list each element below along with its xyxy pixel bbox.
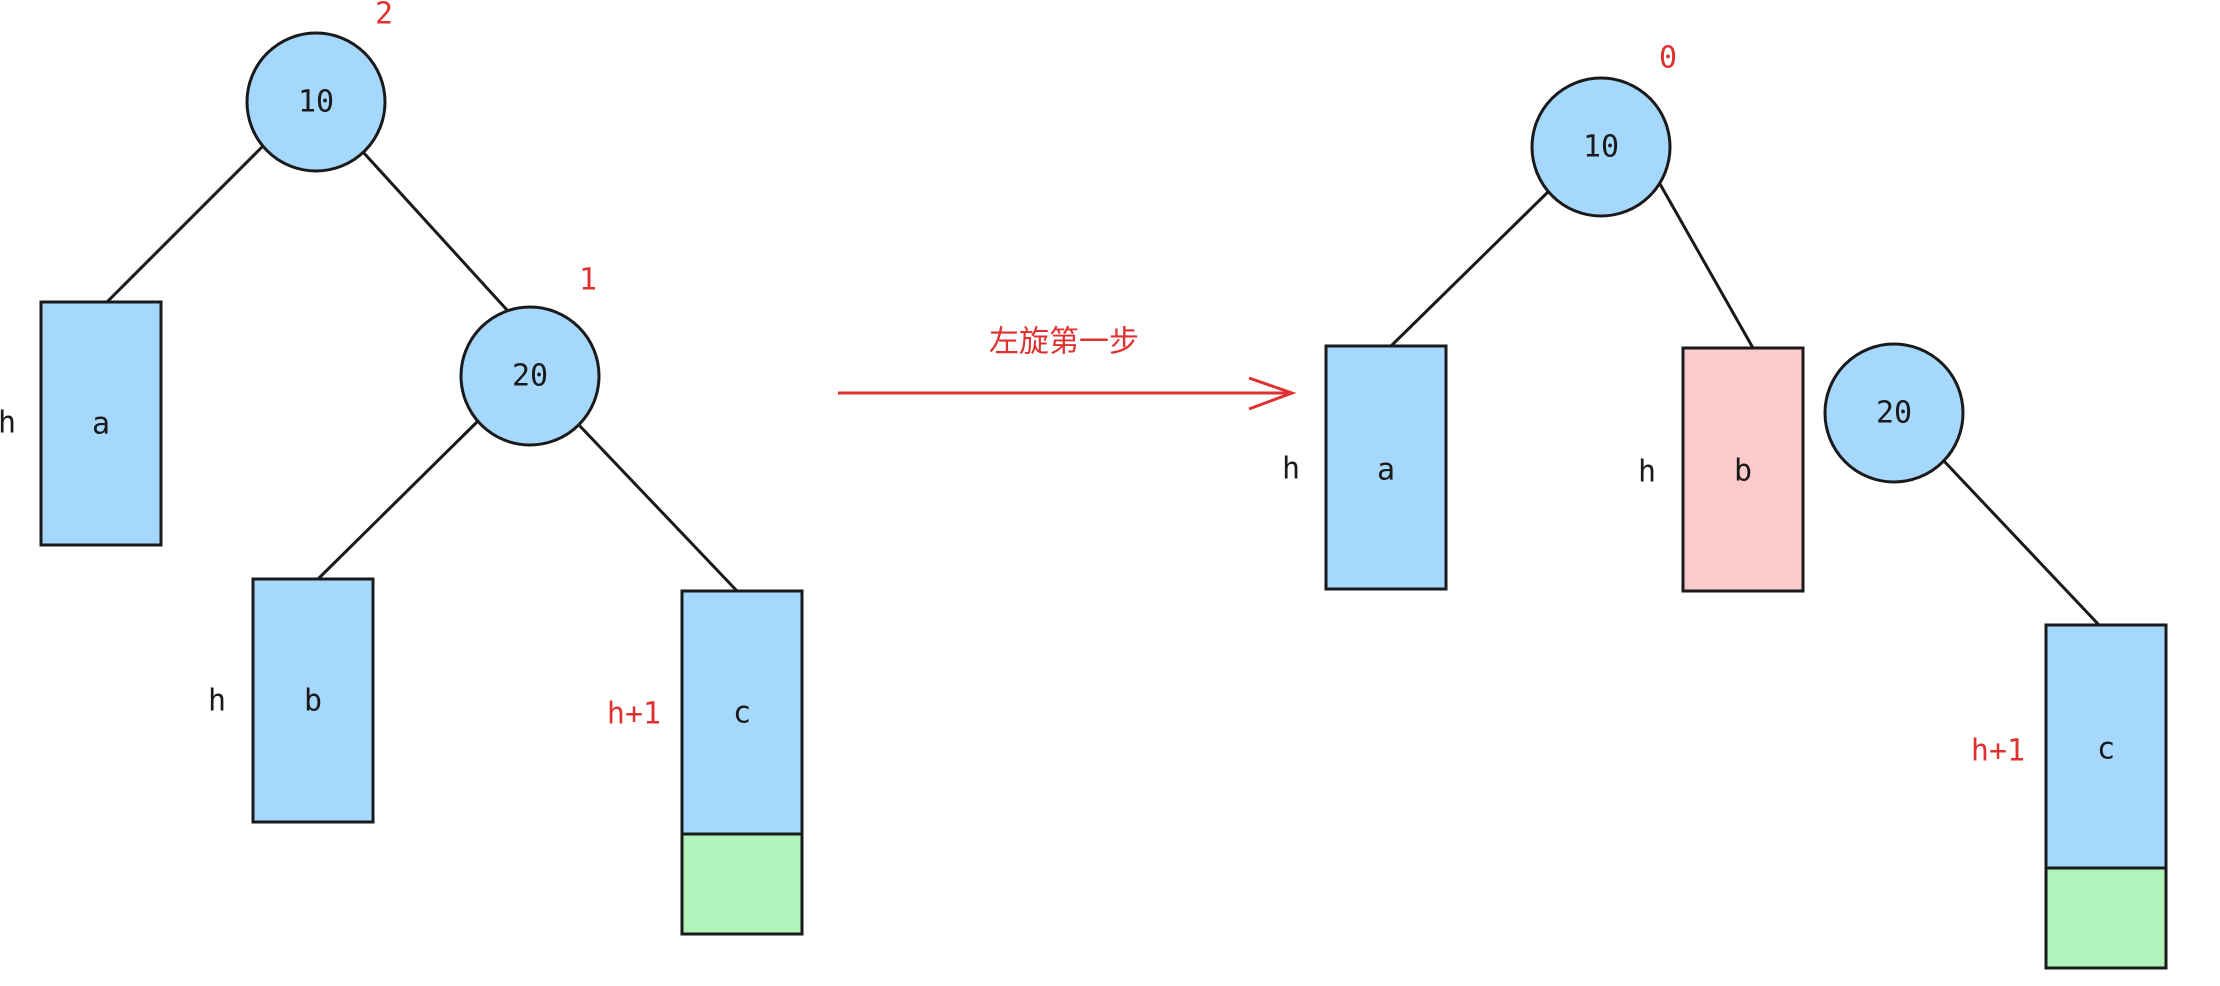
edge-10-20: [361, 150, 509, 312]
after-subtree-b-height: h: [1638, 455, 1656, 490]
after-subtree-a-name: a: [1377, 453, 1395, 488]
edge-20-c-after: [1941, 458, 2101, 627]
edge-20-c: [576, 422, 739, 593]
after-tree: 10 0 a h b h 20 c h+1: [1282, 41, 2168, 970]
before-subtree-a: a: [39, 300, 163, 547]
before-right-child-balance: 1: [579, 263, 597, 298]
before-subtree-a-name: a: [92, 407, 110, 442]
after-detached-node: 20: [1823, 342, 1965, 484]
edge-20-b: [315, 418, 481, 582]
after-subtree-b: b: [1681, 346, 1805, 593]
after-subtree-c: c: [2044, 623, 2168, 870]
before-right-child-node: 20: [459, 305, 601, 447]
before-subtree-b: b: [251, 577, 375, 824]
after-subtree-b-name: b: [1734, 454, 1752, 489]
before-subtree-c: c: [680, 589, 804, 836]
after-root-balance: 0: [1659, 41, 1677, 76]
before-subtree-c-extra-level: [680, 832, 804, 936]
before-subtree-a-height: h: [0, 406, 16, 441]
after-detached-node-key: 20: [1876, 396, 1912, 431]
before-subtree-b-name: b: [304, 684, 322, 719]
edge-10-b-after: [1658, 183, 1755, 349]
before-root-balance: 2: [375, 0, 393, 32]
before-right-child-key: 20: [512, 359, 548, 394]
after-subtree-a-height: h: [1282, 452, 1300, 487]
before-root-node: 10: [245, 31, 387, 173]
before-root-key: 10: [298, 85, 334, 120]
after-subtree-a: a: [1324, 344, 1448, 591]
before-subtree-c-height: h+1: [607, 697, 661, 732]
transition-arrow: 左旋第一步: [838, 325, 1297, 411]
after-root-key: 10: [1583, 130, 1619, 165]
before-subtree-c-name: c: [733, 696, 751, 731]
after-subtree-c-height: h+1: [1971, 734, 2025, 769]
before-subtree-b-height: h: [208, 684, 226, 719]
transition-label: 左旋第一步: [989, 325, 1139, 360]
after-subtree-c-extra-level: [2044, 866, 2168, 970]
before-tree: 10 2 20 1 a h b h c h+1: [0, 0, 804, 936]
edge-10-a: [105, 143, 266, 304]
edge-10-a-after: [1389, 188, 1552, 348]
after-root-node: 10: [1530, 76, 1672, 218]
after-subtree-c-name: c: [2097, 732, 2115, 767]
